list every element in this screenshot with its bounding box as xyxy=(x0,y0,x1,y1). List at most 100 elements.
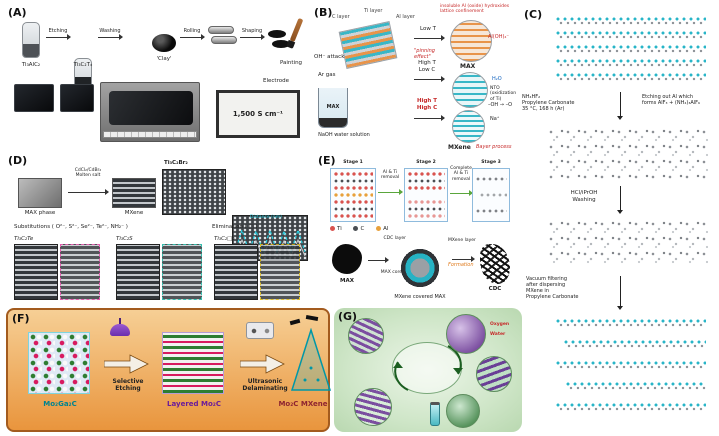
mxene-triangle-flake-icon xyxy=(290,328,332,391)
arrow2-label: Complete Al & Ti removal xyxy=(450,166,472,182)
material-label-ti3alc2: Ti₃AlC₂ xyxy=(21,62,41,68)
molten-salt-label: CdCl₂/CdBr₂ Molten salt xyxy=(74,168,102,179)
tem-inset-vac xyxy=(260,244,300,300)
legend-dot-ti xyxy=(330,226,335,231)
ultrasonic-delaminating-label: Ultrasonic Delaminating xyxy=(242,378,288,393)
lattice-sheet xyxy=(556,72,706,81)
mxene-stack-circle xyxy=(348,318,384,354)
beaker-max-label: MAX xyxy=(326,104,340,110)
right-arrow-icon xyxy=(414,35,445,41)
condition-hight-lowc: High T Low C xyxy=(418,60,436,73)
nto-label: NTO (oxidization of Ti) xyxy=(490,86,517,102)
max-lattice-stack xyxy=(556,16,706,86)
vacancy-row xyxy=(407,193,445,197)
paint-brush-icon xyxy=(286,17,304,49)
arrow-shaft xyxy=(619,92,621,116)
atom-row-ti xyxy=(333,172,373,176)
panel-a: (A) Ti₃AlC₂ Etching Ti₃C₂Tₓ Washing 'Cla… xyxy=(6,4,306,150)
panel-f: (F) Mo₂Ga₂C Selective Etching Layered Mo… xyxy=(6,308,332,432)
green-right-arrow-icon xyxy=(450,190,473,196)
max-circle-label: MAX xyxy=(460,63,476,70)
max-particle-photo xyxy=(332,244,362,274)
electrode-disc-icon xyxy=(268,30,286,38)
down-arrow-icon xyxy=(616,276,624,310)
panel-d: (D) MAX phase CdCl₂/CdBr₂ Molten salt MX… xyxy=(6,152,312,304)
max-phase-block-icon xyxy=(18,178,62,208)
c-layer-label: C layer xyxy=(332,14,350,20)
hydroxide-note: insoluble Al (oxide) hydroxides lattice … xyxy=(440,4,510,15)
vial-icon xyxy=(430,402,440,426)
selective-etching-label: Selective Etching xyxy=(112,378,144,393)
max-phase-label: MAX phase xyxy=(24,210,56,216)
atom-row-c xyxy=(407,179,445,183)
arrow-washing-label: Washing xyxy=(99,28,121,34)
arrow-shaping: Shaping xyxy=(240,28,265,40)
mxene-na-circle xyxy=(452,110,485,143)
mxene-block-icon xyxy=(112,178,156,208)
restack-circle xyxy=(354,388,392,426)
aloh4-label: Al(OH)₄⁻ xyxy=(488,34,510,40)
arrow-etching: Etching xyxy=(46,28,71,40)
panel-e: (E) Stage 1 Stage 2 Stage 3 Al & Ti remo… xyxy=(316,152,514,304)
dispersion-circle xyxy=(446,394,480,428)
panel-f-tag: (F) xyxy=(12,312,30,325)
arrow-head xyxy=(617,306,623,310)
panel-b: (B) C layer Ti layer Al layer OH⁻ attack… xyxy=(312,4,517,151)
cdc-caption: CDC xyxy=(488,286,502,292)
arrow-etching-label: Etching xyxy=(48,28,68,34)
stage2-label: Stage 2 xyxy=(416,160,436,165)
lattice-sheet xyxy=(556,360,706,369)
electrode-label: Electrode xyxy=(263,78,289,84)
condition-low-t: Low T xyxy=(420,26,436,32)
atom-row-ti xyxy=(333,214,373,218)
delaminated-lattice-stack xyxy=(556,318,706,426)
max-sediment xyxy=(319,118,347,127)
tem-image-s xyxy=(116,244,160,300)
clay-droplet-icon xyxy=(152,34,176,52)
panel-c: (C) NH₄HF₂ Propylene Carbonate 35 °C, 16… xyxy=(520,4,716,432)
stem-image-label: Ti₃C₂Br₂ xyxy=(164,160,188,166)
tem-inset-te xyxy=(60,244,100,300)
panel-g-tag: (G) xyxy=(338,310,358,323)
mxene-circle-label: MXene xyxy=(448,144,471,151)
stage3-label: Stage 3 xyxy=(481,160,501,165)
right-arrow-icon xyxy=(368,257,389,263)
arrow-head xyxy=(617,116,623,120)
down-arrow-icon xyxy=(616,186,624,214)
water-label: Water xyxy=(490,332,506,337)
stem-image-1 xyxy=(162,169,226,215)
lattice-sheet xyxy=(564,339,706,348)
legend-ti-label: Ti xyxy=(337,226,342,232)
clay-label: 'Clay' xyxy=(156,56,172,62)
right-arrow-icon xyxy=(240,34,265,40)
arrow-rolling-label: Rolling xyxy=(183,28,201,34)
etch-conditions-label: NH₄HF₂ Propylene Carbonate 35 °C, 168 h … xyxy=(522,94,575,112)
arrow1-label: Al & Ti removal xyxy=(380,170,400,181)
tem-image-te xyxy=(14,244,58,300)
mo2ga2c-crystal-icon xyxy=(28,332,90,394)
oh-to-o-label: –OH → –O xyxy=(488,102,512,108)
atom-row-c xyxy=(407,207,445,211)
legend-dot-al xyxy=(376,226,382,231)
right-arrow-icon xyxy=(46,34,71,40)
powder-fill xyxy=(23,44,39,57)
electrode-disc-icon xyxy=(272,40,290,48)
molecule-cluster-1 xyxy=(548,128,708,180)
tem-label-vac: Ti₃C₂□₂ xyxy=(214,236,235,242)
right-arrow-icon xyxy=(452,256,475,262)
arrow-rolling: Rolling xyxy=(180,28,205,40)
max-core-label: MAX core xyxy=(380,270,402,275)
ruler-strip xyxy=(103,131,197,138)
tem-image-vac xyxy=(214,244,258,300)
painting-label: Painting xyxy=(279,60,303,66)
flexible-film-photo xyxy=(100,82,200,142)
brush-tip xyxy=(286,39,296,49)
atom-row-ti xyxy=(407,214,445,218)
pinning-effect-label: "pinning effect" xyxy=(414,48,435,60)
arrow-shaft xyxy=(619,186,621,210)
atom-row-ti xyxy=(333,186,373,190)
right-arrow-icon xyxy=(68,189,109,195)
mxene-forming-circle xyxy=(452,72,488,108)
etch-product-label: Etching out Al which forms AlF₃ + (NH₄)₃… xyxy=(642,94,701,106)
